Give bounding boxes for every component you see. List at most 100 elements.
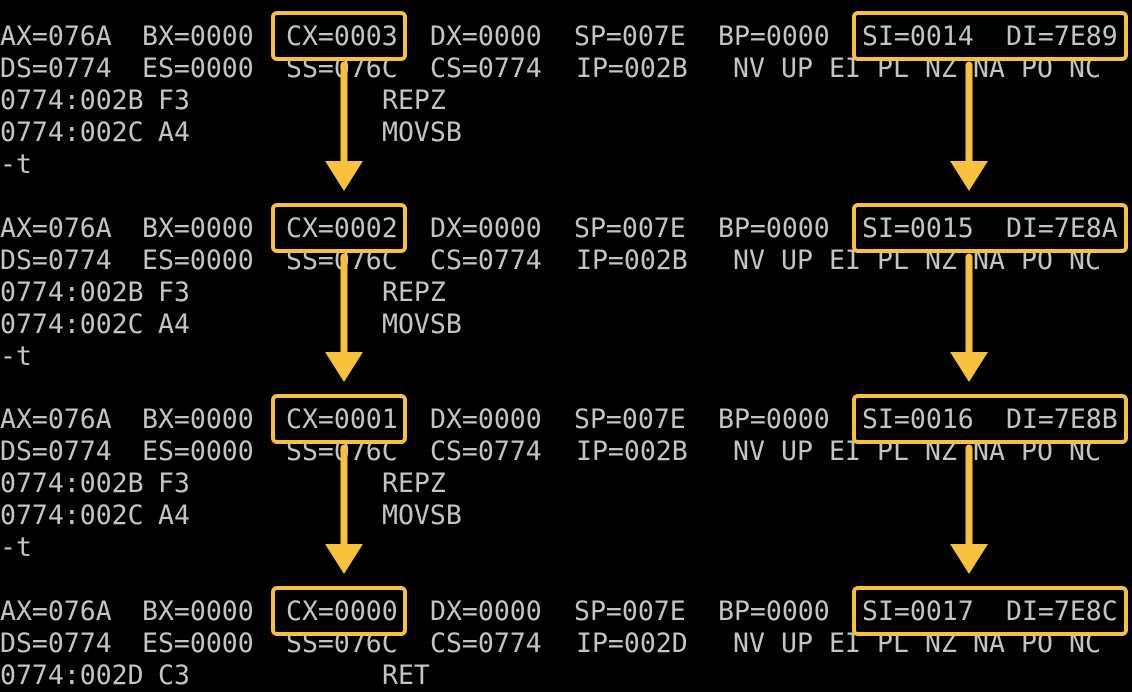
flag-value: NV: [733, 628, 765, 659]
register-value: DX=0000: [430, 404, 542, 435]
instruction-line: 0774:002C A4 MOVSB: [0, 117, 1132, 149]
instruction-bytes: A4: [158, 309, 190, 340]
instruction-line: 0774:002D C3 RET: [0, 660, 1132, 692]
si-di-down-arrow: [950, 61, 988, 191]
instruction-mnemonic: MOVSB: [382, 309, 462, 340]
si-di-highlight-box: [852, 11, 1128, 61]
register-value: BX=0000: [142, 596, 254, 627]
register-value: BX=0000: [142, 213, 254, 244]
register-value: BX=0000: [142, 404, 254, 435]
instruction-line: 0774:002B F3 REPZ: [0, 277, 1132, 309]
register-line: AX=076A BX=0000 CX=0000 DX=0000 SP=007E BP=00…: [0, 596, 1132, 628]
segment-register-value: CS=0774: [430, 436, 542, 467]
segment-register-value: CS=0774: [430, 53, 542, 84]
register-value: DX=0000: [430, 213, 542, 244]
trace-command: -t: [0, 532, 32, 563]
cx-down-arrow: [325, 253, 363, 382]
register-value: SP=007E: [574, 21, 686, 52]
register-value: SP=007E: [574, 213, 686, 244]
register-value: SI=0015: [862, 213, 974, 244]
instruction-line: 0774:002C A4 MOVSB: [0, 309, 1132, 341]
segment-register-value: ES=0000: [142, 245, 254, 276]
flag-value: UP: [781, 53, 813, 84]
register-value: SP=007E: [574, 596, 686, 627]
command-line: -t: [0, 149, 1132, 181]
register-value: DX=0000: [430, 21, 542, 52]
register-line: AX=076A BX=0000 CX=0001 DX=0000 SP=007E BP=00…: [0, 404, 1132, 436]
instruction-bytes: F3: [158, 277, 190, 308]
instruction-address: 0774:002D: [0, 660, 144, 691]
register-value: BP=0000: [718, 596, 830, 627]
instruction-mnemonic: MOVSB: [382, 117, 462, 148]
si-di-highlight-box: [852, 394, 1128, 444]
segment-register-value: CS=0774: [430, 628, 542, 659]
register-value: CX=0002: [286, 213, 398, 244]
cx-highlight-box: [271, 203, 407, 253]
register-value: AX=076A: [0, 596, 112, 627]
register-value: DX=0000: [430, 596, 542, 627]
instruction-mnemonic: REPZ: [382, 277, 446, 308]
register-value: SI=0017: [862, 596, 974, 627]
flag-value: NV: [733, 245, 765, 276]
flag-value: UP: [781, 245, 813, 276]
segment-register-value: IP=002B: [576, 245, 688, 276]
trace-command: -t: [0, 341, 32, 372]
instruction-address: 0774:002B: [0, 277, 144, 308]
segment-register-value: DS=0774: [0, 245, 112, 276]
segment-register-value: ES=0000: [142, 628, 254, 659]
command-line: -t: [0, 341, 1132, 373]
flag-value: UP: [781, 436, 813, 467]
instruction-bytes: F3: [158, 85, 190, 116]
instruction-mnemonic: MOVSB: [382, 500, 462, 531]
instruction-address: 0774:002B: [0, 85, 144, 116]
segment-register-value: ES=0000: [142, 436, 254, 467]
register-value: DI=7E89: [1006, 21, 1118, 52]
instruction-address: 0774:002C: [0, 309, 144, 340]
flag-value: UP: [781, 628, 813, 659]
instruction-address: 0774:002C: [0, 117, 144, 148]
register-value: CX=0001: [286, 404, 398, 435]
register-value: SI=0016: [862, 404, 974, 435]
cx-highlight-box: [271, 11, 407, 61]
register-value: DI=7E8C: [1006, 596, 1118, 627]
register-value: AX=076A: [0, 404, 112, 435]
instruction-mnemonic: RET: [382, 660, 430, 691]
register-value: SP=007E: [574, 404, 686, 435]
segment-register-value: DS=0774: [0, 436, 112, 467]
segment-register-value: DS=0774: [0, 53, 112, 84]
register-value: AX=076A: [0, 213, 112, 244]
cx-down-arrow: [325, 61, 363, 191]
register-value: AX=076A: [0, 21, 112, 52]
segment-register-value: IP=002D: [576, 628, 688, 659]
instruction-bytes: A4: [158, 117, 190, 148]
register-value: CX=0000: [286, 596, 398, 627]
register-value: DI=7E8B: [1006, 404, 1118, 435]
register-value: BP=0000: [718, 404, 830, 435]
register-value: SI=0014: [862, 21, 974, 52]
instruction-line: 0774:002B F3 REPZ: [0, 468, 1132, 500]
si-di-down-arrow: [950, 444, 988, 574]
cx-highlight-box: [271, 586, 407, 636]
si-di-down-arrow: [950, 253, 988, 382]
segment-register-value: CS=0774: [430, 245, 542, 276]
register-value: DI=7E8A: [1006, 213, 1118, 244]
segment-register-value: IP=002B: [576, 53, 688, 84]
si-di-highlight-box: [852, 586, 1128, 636]
si-di-highlight-box: [852, 203, 1128, 253]
register-value: BP=0000: [718, 213, 830, 244]
instruction-bytes: C3: [158, 660, 190, 691]
segment-register-value: DS=0774: [0, 628, 112, 659]
cx-highlight-box: [271, 394, 407, 444]
instruction-bytes: F3: [158, 468, 190, 499]
register-value: CX=0003: [286, 21, 398, 52]
register-value: BX=0000: [142, 21, 254, 52]
instruction-mnemonic: REPZ: [382, 468, 446, 499]
register-line: AX=076A BX=0000 CX=0002 DX=0000 SP=007E BP=00…: [0, 213, 1132, 245]
instruction-address: 0774:002B: [0, 468, 144, 499]
instruction-address: 0774:002C: [0, 500, 144, 531]
